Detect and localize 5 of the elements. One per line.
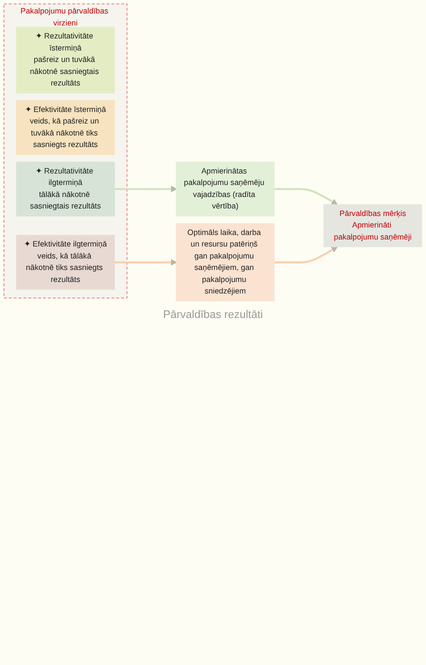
arrow [114,259,178,266]
section-label: Pārvaldības rezultāti [163,309,263,322]
arrow [274,246,338,264]
arrow [274,188,338,205]
arrow [114,186,178,192]
